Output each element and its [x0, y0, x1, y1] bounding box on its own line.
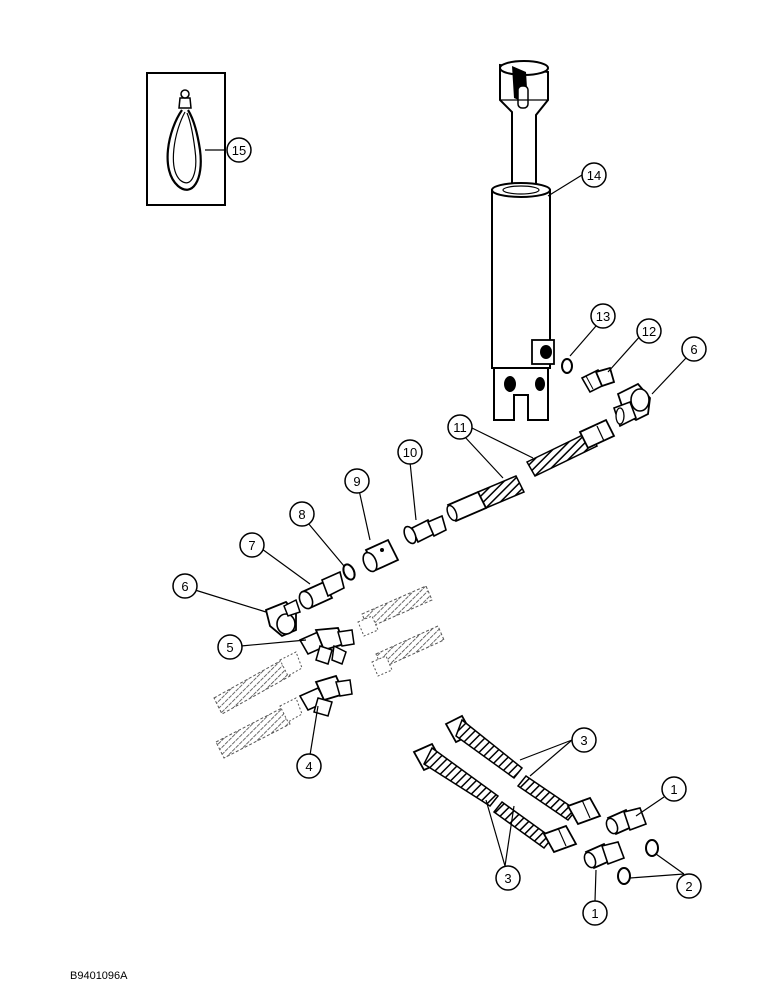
svg-text:3: 3 [580, 733, 587, 748]
hydraulic-cylinder [491, 60, 555, 421]
svg-text:5: 5 [226, 640, 233, 655]
fitting-7 [298, 570, 345, 610]
adapter-10 [403, 514, 447, 545]
o-ring-13 [561, 358, 573, 374]
svg-text:3: 3 [504, 871, 511, 886]
svg-text:7: 7 [248, 538, 255, 553]
hose-11-lower [446, 475, 526, 523]
svg-text:15: 15 [232, 143, 246, 158]
fitting-12 [580, 366, 616, 394]
leader-lines [194, 149, 687, 902]
fitting-1-upper [605, 807, 648, 836]
svg-text:1: 1 [670, 782, 677, 797]
svg-text:14: 14 [587, 168, 601, 183]
svg-text:10: 10 [403, 445, 417, 460]
callout-3-lower: 3 [495, 865, 521, 891]
hose-3-d [492, 800, 578, 854]
callout-9: 9 [344, 468, 370, 494]
callout-15: 15 [226, 137, 252, 163]
svg-text:4: 4 [305, 759, 312, 774]
o-ring-2-lower [617, 867, 631, 885]
fitting-1-lower [583, 841, 626, 870]
callout-10: 10 [397, 439, 423, 465]
callout-3-upper: 3 [571, 727, 597, 753]
elbow-6-lower [264, 598, 301, 638]
hose-3-a [444, 714, 524, 780]
callout-1-lower: 1 [582, 900, 608, 926]
callout-6-upper: 6 [681, 336, 707, 362]
svg-text:6: 6 [181, 579, 188, 594]
callout-11: 11 [447, 414, 473, 440]
inset-box-strap [146, 72, 226, 206]
callout-12: 12 [636, 318, 662, 344]
o-ring-8 [342, 563, 356, 581]
callout-6-lower: 6 [172, 573, 198, 599]
hose-3-b [516, 774, 602, 826]
phantom-hoses [213, 585, 445, 759]
hose-3-c [412, 742, 500, 807]
figure-code: B9401096A [70, 970, 128, 982]
callout-7: 7 [239, 532, 265, 558]
svg-text:9: 9 [353, 474, 360, 489]
hose-11-upper [525, 418, 616, 477]
callout-1-upper: 1 [661, 776, 687, 802]
svg-text:1: 1 [591, 906, 598, 921]
strap-part [166, 89, 202, 191]
elbow-6-upper [612, 382, 651, 428]
svg-text:11: 11 [453, 420, 467, 435]
callout-14: 14 [581, 162, 607, 188]
callout-8: 8 [289, 501, 315, 527]
tee-4 [298, 674, 353, 717]
cross-5 [298, 627, 355, 665]
callout-5: 5 [217, 634, 243, 660]
o-ring-2-upper [645, 839, 659, 857]
svg-text:2: 2 [685, 879, 692, 894]
nut-9 [362, 538, 400, 573]
callout-2: 2 [676, 873, 702, 899]
svg-text:8: 8 [298, 507, 305, 522]
svg-text:13: 13 [596, 309, 610, 324]
svg-text:6: 6 [690, 342, 697, 357]
svg-text:12: 12 [642, 324, 656, 339]
callout-4: 4 [296, 753, 322, 779]
callout-13: 13 [590, 303, 616, 329]
